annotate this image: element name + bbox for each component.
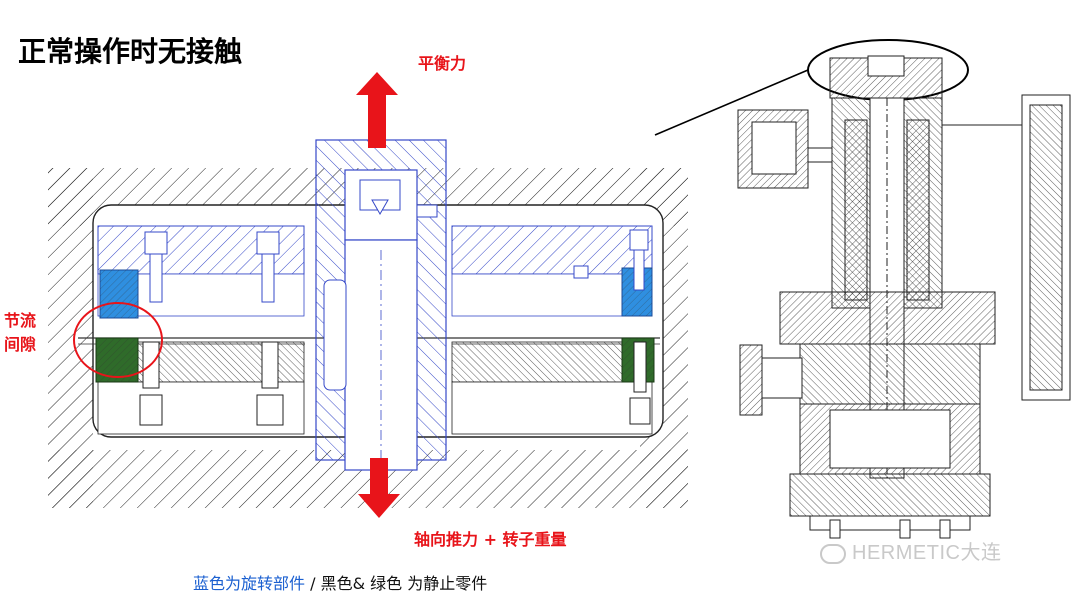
axial-thrust-label: 轴向推力 + 转子重量 <box>414 530 567 549</box>
balance-force-arrow <box>356 72 398 148</box>
bolts-lower <box>139 341 651 426</box>
bolts-upper <box>144 229 649 303</box>
caption-separator: / <box>305 574 321 593</box>
shaft <box>315 139 447 471</box>
throttle-gap-label-line2: 间隙 <box>4 335 37 354</box>
throttle-gap-label-line1: 节流 <box>4 311 37 330</box>
callout-line <box>654 69 809 136</box>
axial-thrust-arrow <box>358 458 400 518</box>
pump-assembly-drawing <box>737 55 1071 539</box>
wechat-icon <box>820 543 846 564</box>
watermark: HERMETIC大连 <box>820 536 1001 565</box>
page-title: 正常操作时无接触 <box>18 35 243 68</box>
legend-caption: 蓝色为旋转部件 / 黑色& 绿色 为静止零件 <box>193 570 487 594</box>
throttle-gap-highlight <box>73 302 163 378</box>
caption-rotating: 蓝色为旋转部件 <box>193 574 306 593</box>
balance-force-label: 平衡力 <box>418 54 467 73</box>
caption-static: 黑色& 绿色 为静止零件 <box>320 574 488 593</box>
watermark-text: HERMETIC大连 <box>852 542 1002 564</box>
